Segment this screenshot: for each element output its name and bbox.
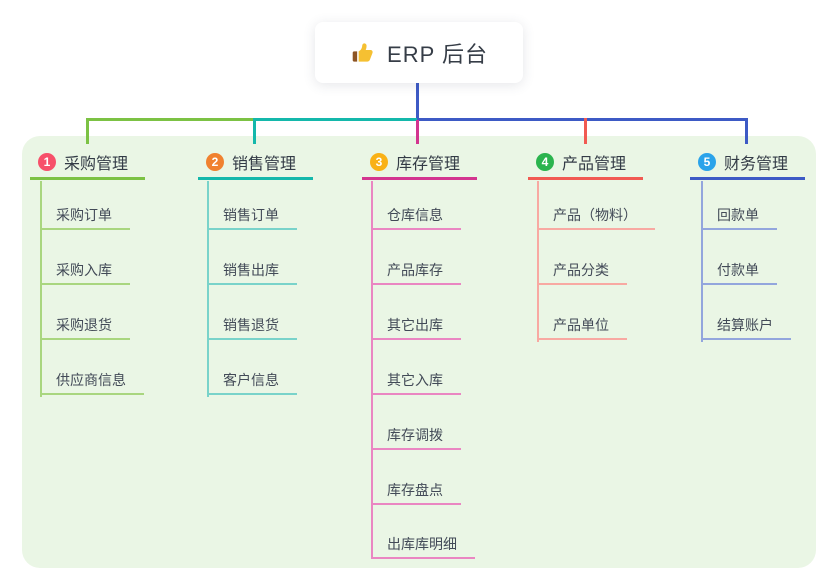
branch-number-badge: 5 — [698, 152, 716, 171]
child-node-warehouse-info[interactable]: 仓库信息 — [371, 202, 461, 230]
branch-spine-inventory — [371, 181, 373, 559]
branch-header-product[interactable]: 4 产品管理 — [528, 146, 643, 180]
connector-horizontal-finance — [417, 118, 748, 121]
connector-drop-sales — [253, 118, 256, 144]
thumbs-up-icon — [350, 40, 376, 66]
branch-number-badge: 3 — [370, 152, 388, 171]
child-node-customer-info[interactable]: 客户信息 — [207, 367, 297, 395]
branch-title: 销售管理 — [232, 155, 297, 173]
branch-title: 库存管理 — [396, 155, 461, 173]
child-node-product-stock[interactable]: 产品库存 — [371, 257, 461, 285]
branch-number-badge: 2 — [206, 152, 224, 171]
root-title: ERP 后台 — [387, 41, 488, 67]
connector-trunk — [416, 83, 419, 120]
child-node-supplier-info[interactable]: 供应商信息 — [40, 367, 144, 395]
child-node-collection-order[interactable]: 回款单 — [701, 202, 777, 230]
branches-panel — [22, 136, 816, 568]
child-node-purchase-order[interactable]: 采购订单 — [40, 202, 130, 230]
connector-drop-product — [584, 118, 587, 144]
branch-title: 产品管理 — [562, 155, 627, 173]
branch-title: 财务管理 — [724, 155, 789, 173]
connector-horizontal-purchase — [86, 118, 254, 121]
child-node-settlement-account[interactable]: 结算账户 — [701, 312, 791, 340]
child-node-purchase-return[interactable]: 采购退货 — [40, 312, 130, 340]
child-node-sales-return[interactable]: 销售退货 — [207, 312, 297, 340]
child-node-product-material[interactable]: 产品（物料） — [537, 202, 655, 230]
branch-header-inventory[interactable]: 3 库存管理 — [362, 146, 477, 180]
branch-number-badge: 1 — [38, 152, 56, 171]
child-node-sales-outbound[interactable]: 销售出库 — [207, 257, 297, 285]
branch-spine-product — [537, 181, 539, 342]
child-node-stock-transfer[interactable]: 库存调拨 — [371, 422, 461, 450]
branch-title: 采购管理 — [64, 155, 129, 173]
branch-spine-purchase — [40, 181, 42, 397]
connector-drop-inventory — [416, 120, 419, 144]
child-node-other-outbound[interactable]: 其它出库 — [371, 312, 461, 340]
child-node-product-unit[interactable]: 产品单位 — [537, 312, 627, 340]
connector-drop-finance — [745, 118, 748, 144]
branch-spine-finance — [701, 181, 703, 342]
root-node[interactable]: ERP 后台 — [315, 22, 523, 83]
child-node-product-category[interactable]: 产品分类 — [537, 257, 627, 285]
child-node-payment-order[interactable]: 付款单 — [701, 257, 777, 285]
child-node-stock-count[interactable]: 库存盘点 — [371, 477, 461, 505]
child-node-outbound-detail[interactable]: 出库库明细 — [371, 531, 475, 559]
branch-number-badge: 4 — [536, 152, 554, 171]
branch-spine-sales — [207, 181, 209, 397]
branch-header-finance[interactable]: 5 财务管理 — [690, 146, 805, 180]
connector-horizontal-sales — [254, 118, 417, 121]
child-node-purchase-inbound[interactable]: 采购入库 — [40, 257, 130, 285]
child-node-other-inbound[interactable]: 其它入库 — [371, 367, 461, 395]
branch-header-sales[interactable]: 2 销售管理 — [198, 146, 313, 180]
child-node-sales-order[interactable]: 销售订单 — [207, 202, 297, 230]
connector-drop-purchase — [86, 118, 89, 144]
branch-header-purchase[interactable]: 1 采购管理 — [30, 146, 145, 180]
